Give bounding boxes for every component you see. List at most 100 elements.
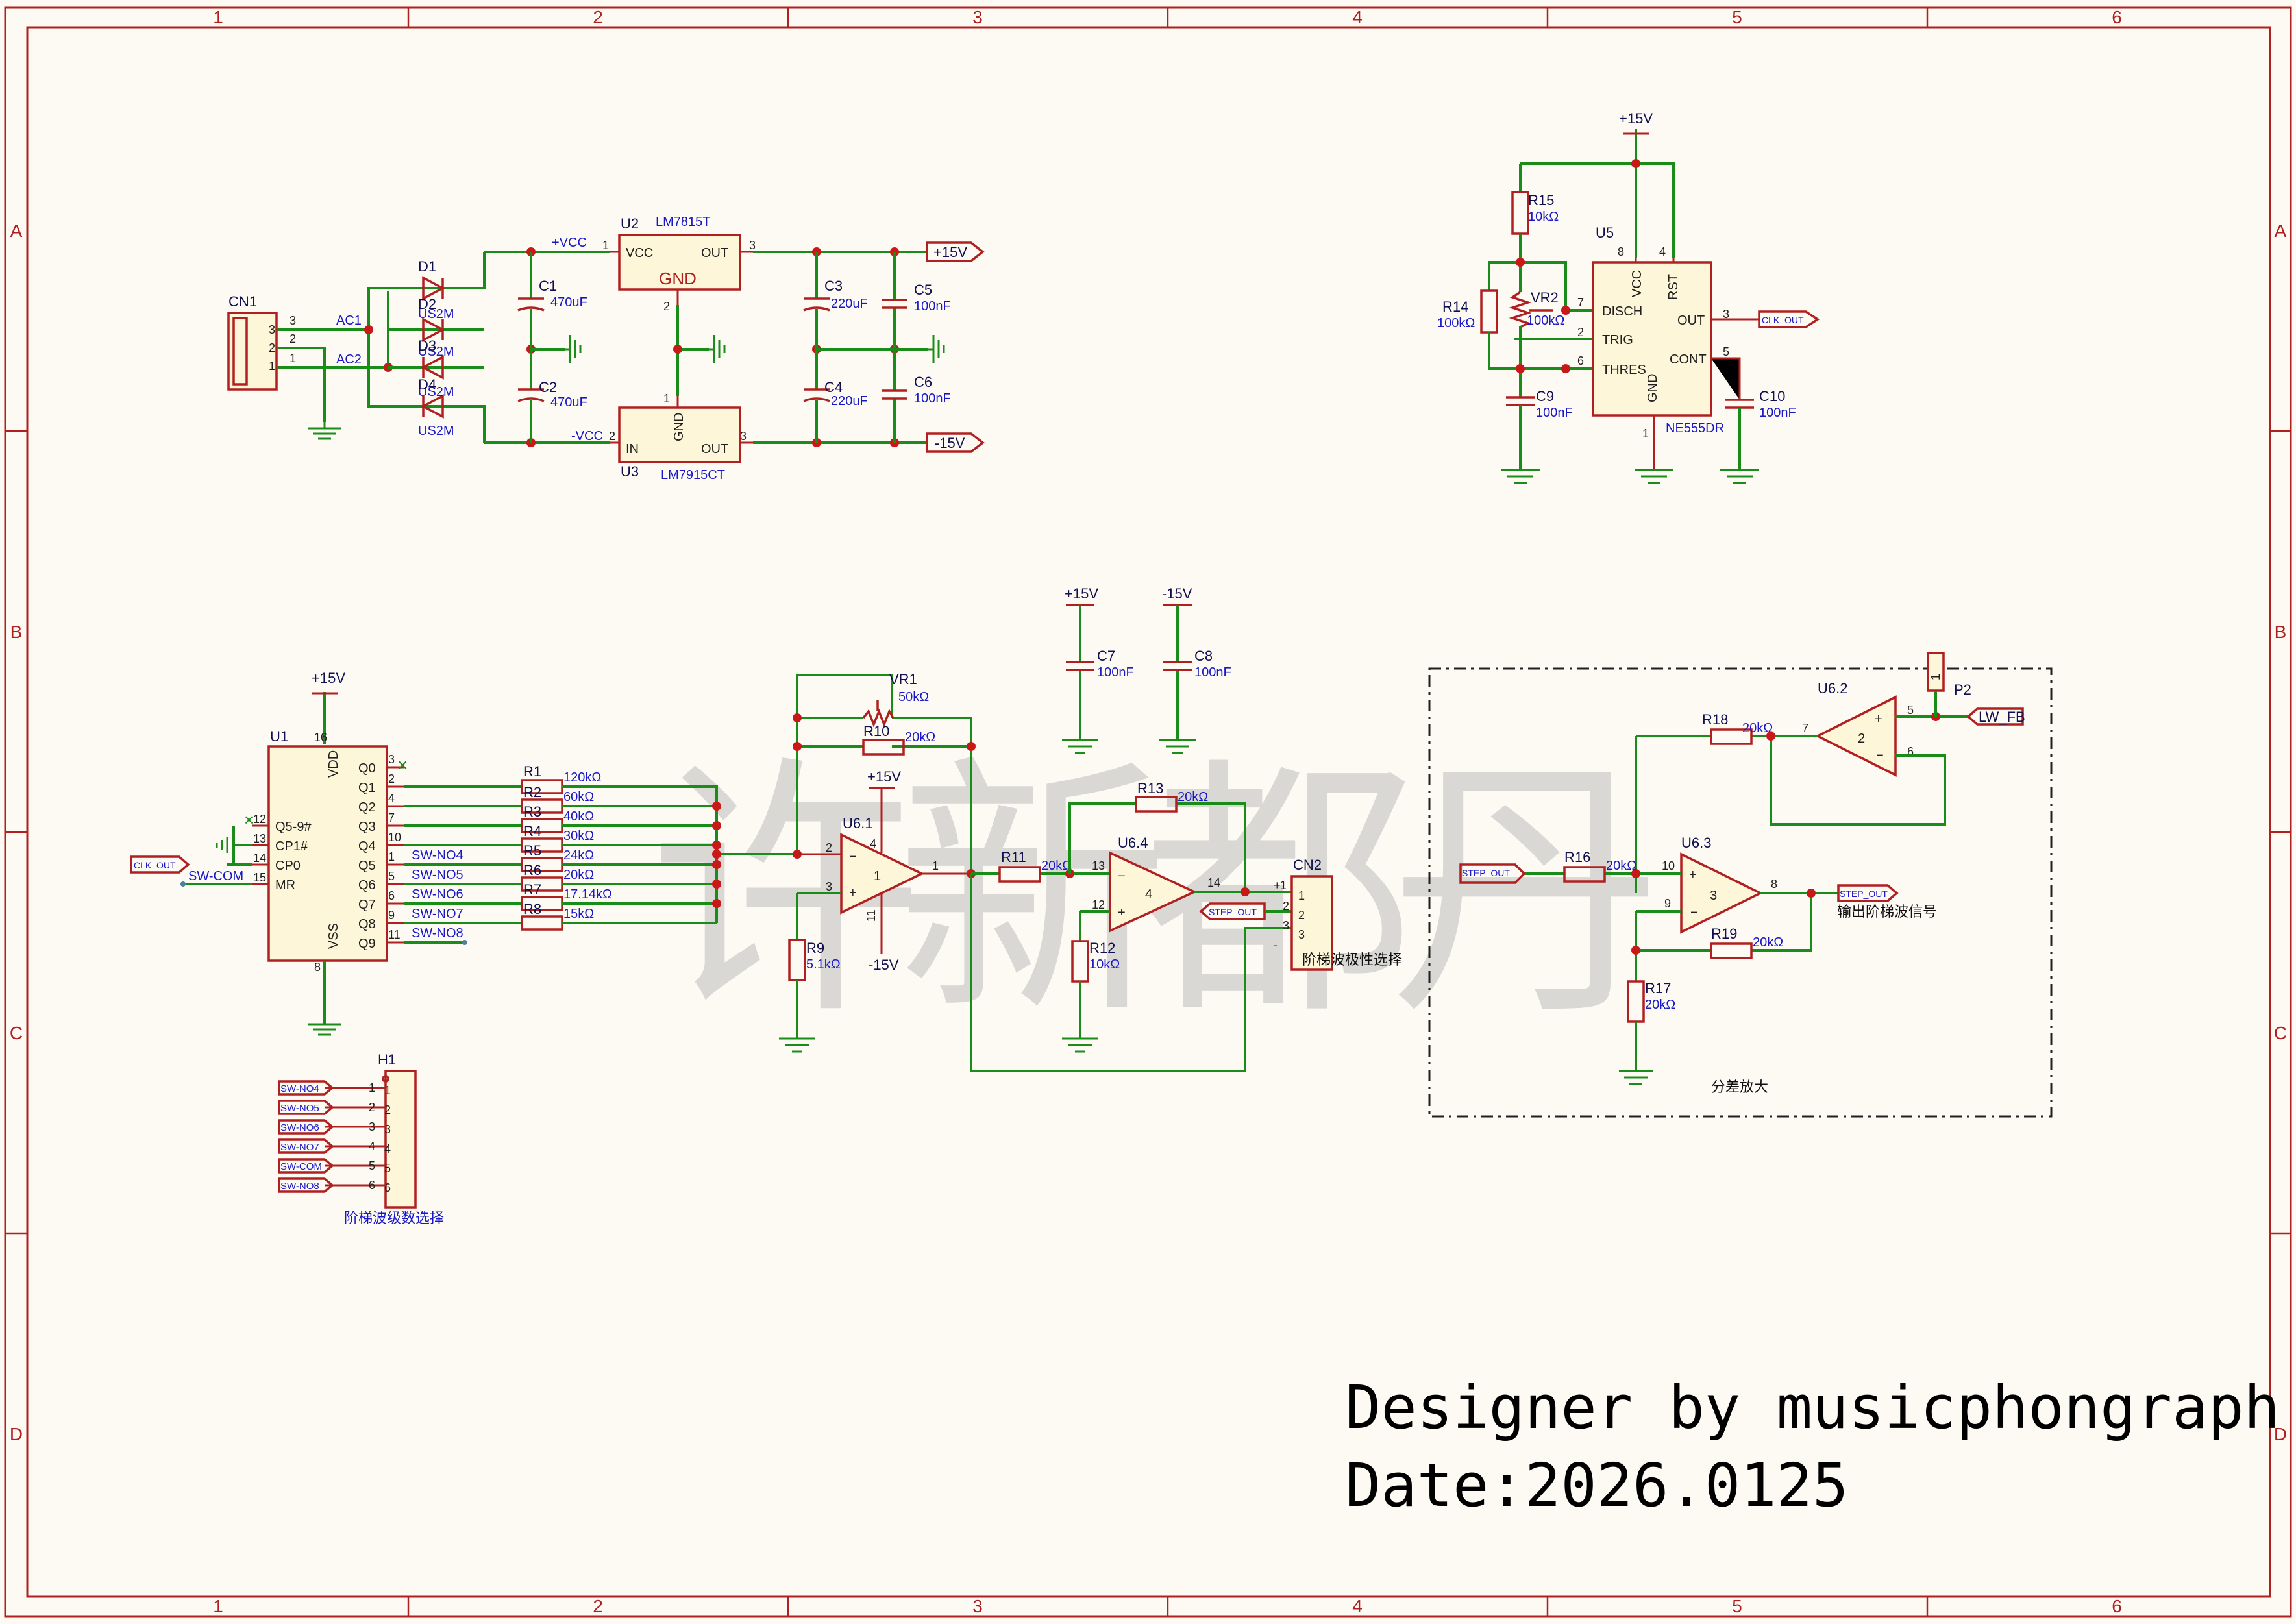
r15-resistor[interactable] [1511, 191, 1529, 235]
svg-text:Q8: Q8 [358, 917, 376, 931]
svg-text:U2: U2 [621, 215, 639, 232]
svg-text:15: 15 [253, 871, 266, 884]
svg-text:5: 5 [369, 1159, 375, 1172]
cn2-polarity-selector[interactable] [1290, 875, 1333, 971]
svg-text:C: C [2274, 1023, 2287, 1043]
svg-text:H1: H1 [378, 1052, 396, 1068]
row-labels-left: A B C D [10, 221, 23, 1444]
svg-text:1: 1 [932, 859, 939, 872]
svg-text:R1: R1 [523, 763, 541, 780]
svg-text:1: 1 [369, 1081, 375, 1094]
svg-text:7: 7 [388, 811, 395, 824]
svg-text:-15V: -15V [935, 435, 965, 451]
vr2-potentiometer[interactable] [1509, 291, 1532, 328]
svg-text:-15V: -15V [869, 957, 899, 973]
svg-text:1: 1 [1298, 889, 1305, 902]
r19-resistor[interactable] [1710, 942, 1753, 959]
r18-resistor[interactable] [1710, 728, 1753, 745]
svg-text:R3: R3 [523, 804, 541, 820]
svg-text:2: 2 [369, 1101, 375, 1114]
svg-text:8: 8 [1771, 878, 1777, 891]
svg-text:4: 4 [369, 1140, 375, 1153]
svg-text:+VCC: +VCC [552, 236, 587, 250]
svg-text:SW-NO4: SW-NO4 [412, 848, 463, 863]
date-credit: Date:2026.0125 [1345, 1451, 1848, 1520]
cn1-ref: CN1 [228, 293, 257, 310]
svg-text:3: 3 [972, 7, 983, 27]
svg-text:4: 4 [1659, 245, 1666, 258]
svg-text:100nF: 100nF [1536, 406, 1573, 420]
r10-resistor[interactable] [862, 739, 905, 756]
svg-text:20kΩ: 20kΩ [563, 868, 594, 882]
u6-4-opamp[interactable] [1109, 851, 1198, 933]
u6-3-opamp[interactable] [1680, 852, 1763, 934]
svg-text:60kΩ: 60kΩ [563, 790, 594, 804]
svg-text:11: 11 [865, 909, 878, 922]
svg-text:470uF: 470uF [550, 395, 587, 410]
svg-text:R8: R8 [523, 901, 541, 917]
svg-text:8: 8 [1618, 245, 1624, 258]
u1-decade-counter[interactable] [267, 745, 388, 962]
svg-text:-VCC: -VCC [571, 429, 603, 443]
svg-text:SW-NO6: SW-NO6 [280, 1122, 319, 1133]
svg-text:14: 14 [1207, 876, 1220, 889]
svg-text:D3: D3 [418, 338, 436, 354]
svg-text:分差放大: 分差放大 [1711, 1079, 1768, 1095]
r14-resistor[interactable] [1480, 289, 1498, 334]
svg-text:3: 3 [388, 753, 395, 766]
svg-text:CONT: CONT [1670, 352, 1707, 367]
svg-text:+15V: +15V [1619, 110, 1653, 127]
svg-text:−: − [1118, 869, 1126, 883]
vr1-potentiometer[interactable] [862, 708, 895, 728]
u5-ne555-timer[interactable] [1592, 261, 1712, 417]
svg-text:SW-NO4: SW-NO4 [280, 1083, 319, 1094]
svg-text:2: 2 [593, 1596, 603, 1616]
svg-text:+15V: +15V [312, 670, 345, 686]
svg-text:8: 8 [314, 961, 321, 974]
svg-text:5: 5 [388, 870, 395, 883]
svg-text:2: 2 [384, 1103, 391, 1116]
svg-text:C1: C1 [539, 278, 557, 294]
svg-text:100nF: 100nF [1759, 406, 1796, 420]
r13-resistor[interactable] [1135, 796, 1178, 813]
cn1-connector[interactable] [227, 312, 278, 391]
svg-text:10: 10 [1662, 859, 1675, 872]
svg-text:VCC: VCC [1630, 270, 1644, 297]
svg-text:3: 3 [1283, 919, 1289, 932]
p2-test-point[interactable] [1927, 652, 1945, 692]
svg-text:3: 3 [1723, 308, 1729, 321]
diff-amp-box [1428, 667, 2053, 1118]
power-supply-section: CN1 3 2 1 3 2 1 AC1 AC2 [227, 215, 985, 482]
svg-text:12: 12 [1092, 898, 1105, 911]
svg-text:100kΩ: 100kΩ [1437, 316, 1475, 330]
svg-text:6: 6 [2112, 7, 2122, 27]
svg-text:R7: R7 [523, 881, 541, 898]
svg-text:2: 2 [290, 332, 296, 345]
h1-pin-header[interactable] [384, 1070, 417, 1209]
svg-text:5.1kΩ: 5.1kΩ [806, 957, 841, 972]
svg-text:220uF: 220uF [831, 394, 868, 408]
svg-text:30kΩ: 30kΩ [563, 829, 594, 843]
svg-text:R9: R9 [806, 940, 824, 956]
svg-text:7: 7 [1802, 722, 1808, 735]
u2-lm7815-regulator[interactable] [618, 234, 741, 291]
svg-text:6: 6 [2112, 1596, 2122, 1616]
u6-1-opamp[interactable] [840, 833, 925, 915]
svg-text:+: + [849, 886, 857, 900]
u6-2-opamp[interactable] [1815, 695, 1897, 777]
r8-resistor[interactable] [521, 915, 563, 931]
svg-text:15kΩ: 15kΩ [563, 907, 594, 921]
svg-text:R10: R10 [863, 723, 889, 739]
svg-text:LW_FB: LW_FB [1979, 709, 2025, 725]
r16-resistor[interactable] [1563, 866, 1606, 883]
svg-text:2: 2 [593, 7, 603, 27]
r11-resistor[interactable] [998, 866, 1041, 883]
svg-text:17.14kΩ: 17.14kΩ [563, 887, 612, 902]
svg-text:U6.1: U6.1 [843, 815, 872, 831]
svg-text:-15V: -15V [1162, 585, 1192, 602]
u3-lm7915-regulator[interactable] [618, 406, 741, 463]
svg-text:THRES: THRES [1602, 363, 1646, 377]
svg-text:Q9: Q9 [358, 937, 376, 951]
svg-text:DISCH: DISCH [1602, 304, 1642, 319]
svg-text:C8: C8 [1194, 648, 1213, 664]
